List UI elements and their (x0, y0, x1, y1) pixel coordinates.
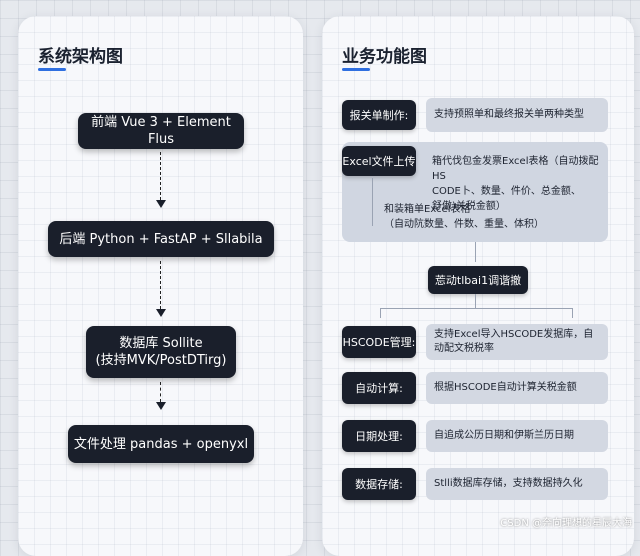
watermark: CSDN @奔向理想的星辰大海 (500, 518, 632, 529)
excel-upload-desc: 箱代伐包金发票Excel表格（自动拨配HS CODE卜、数量、件价、总金额、 舒… (432, 154, 608, 214)
declaration-label: 报关单制作: (342, 100, 416, 130)
arrow-down-icon (156, 309, 166, 317)
excel-desc-line-2: CODE卜、数量、件价、总金额、 (432, 186, 581, 197)
auto-match-node: 莣动tlbai1调谐撤 (428, 266, 528, 294)
architecture-panel: 系统架构图 前端 Vue 3 + Element Flus 后端 Python … (18, 16, 303, 556)
frontend-node: 前端 Vue 3 + Element Flus (78, 113, 244, 149)
storage-desc: Stlli数据库存储，支持数据持久化 (426, 468, 608, 500)
business-panel: 业务功能图 报关单制作: 支持预照单和最终报关单两种类型 Excel文件上传 箱… (322, 16, 634, 556)
packing-line-2: （自动阬数量、件数、重量、体积） (384, 219, 544, 230)
auto-calc-desc: 根据HSCODE自动计算关税金额 (426, 372, 608, 404)
packing-line-1: 和装箱单Excel表格 (384, 204, 471, 215)
excel-upload-label: Excel文件上传 (342, 146, 416, 176)
split-line-left (380, 308, 381, 318)
excel-desc-line-3: 舒傲)关税金额） (432, 201, 506, 212)
declaration-desc: 支持预照单和最终报关单两种类型 (426, 98, 608, 132)
connector-line (475, 242, 476, 262)
connector-3 (160, 382, 161, 402)
storage-label: 数据存储: (342, 468, 416, 500)
connector-2 (160, 261, 161, 309)
arrow-down-icon (156, 402, 166, 410)
backend-node: 后端 Python + FastAP + Sllabila (48, 221, 274, 257)
auto-calc-label: 自动计算: (342, 372, 416, 404)
title-underline (342, 68, 370, 71)
branch-line (372, 178, 373, 226)
arrow-down-icon (156, 200, 166, 208)
hscode-desc: 支持Excel导入HSCODE发据库，自动配文税税率 (426, 324, 608, 360)
business-title: 业务功能图 (342, 47, 427, 67)
date-label: 日期处理: (342, 420, 416, 452)
database-line-2: (技持MVK/PostDTirg) (95, 353, 227, 368)
split-line-right (572, 308, 573, 318)
connector-1 (160, 152, 161, 200)
database-node: 数据库 Sollite (技持MVK/PostDTirg) (86, 326, 236, 378)
excel-desc-line-1: 箱代伐包金发票Excel表格（自动拨配HS (432, 156, 599, 182)
hscode-label: HSCODE管理: (342, 326, 416, 358)
connector-line (475, 294, 476, 308)
date-desc: 自追成公历日期和伊斯兰历日期 (426, 420, 608, 452)
file-processing-node: 文件处理 pandas + openyxl (68, 425, 254, 463)
title-underline (38, 68, 66, 71)
architecture-title: 系统架构图 (38, 47, 123, 67)
split-line (380, 308, 572, 309)
database-line-1: 数据库 Sollite (119, 336, 203, 351)
packing-list-desc: 和装箱单Excel表格 （自动阬数量、件数、重量、体积） (384, 202, 604, 232)
